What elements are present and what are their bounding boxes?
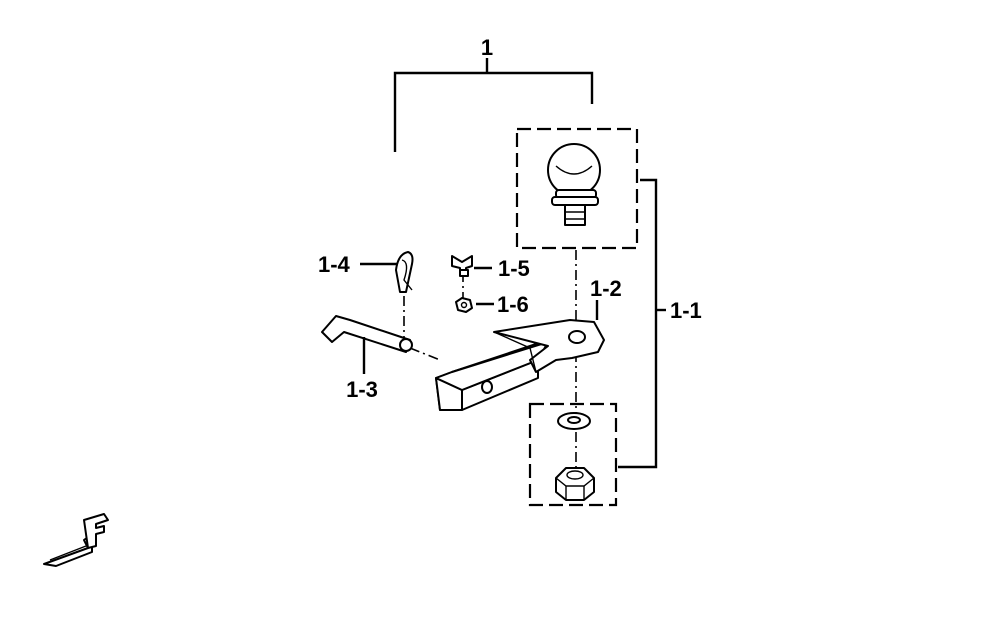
label-hitch-pin: 1-3 bbox=[346, 377, 378, 402]
label-cotter-pin: 1-4 bbox=[318, 252, 351, 277]
cotter-pin bbox=[395, 251, 414, 293]
nut-group-box bbox=[528, 402, 618, 507]
front-direction-arrow-icon bbox=[43, 513, 109, 567]
label-ball-assembly: 1-1 bbox=[670, 298, 702, 323]
small-nut bbox=[455, 297, 473, 313]
assembly-bracket bbox=[393, 58, 594, 152]
hex-nut bbox=[555, 467, 595, 501]
ball-assembly-bracket bbox=[618, 178, 666, 469]
washer bbox=[557, 412, 591, 430]
hitch-pin bbox=[321, 315, 413, 353]
label-drawbar: 1-2 bbox=[590, 276, 622, 301]
label-assembly: 1 bbox=[481, 35, 493, 60]
label-wing-bolt: 1-5 bbox=[498, 256, 530, 281]
ball-group-box bbox=[515, 127, 639, 250]
wing-bolt bbox=[451, 255, 473, 277]
hitch-ball bbox=[547, 143, 601, 226]
label-small-nut: 1-6 bbox=[497, 292, 529, 317]
front-marker-label: F bbox=[98, 539, 99, 541]
center-line-pin bbox=[409, 347, 441, 361]
drawbar bbox=[435, 319, 605, 411]
